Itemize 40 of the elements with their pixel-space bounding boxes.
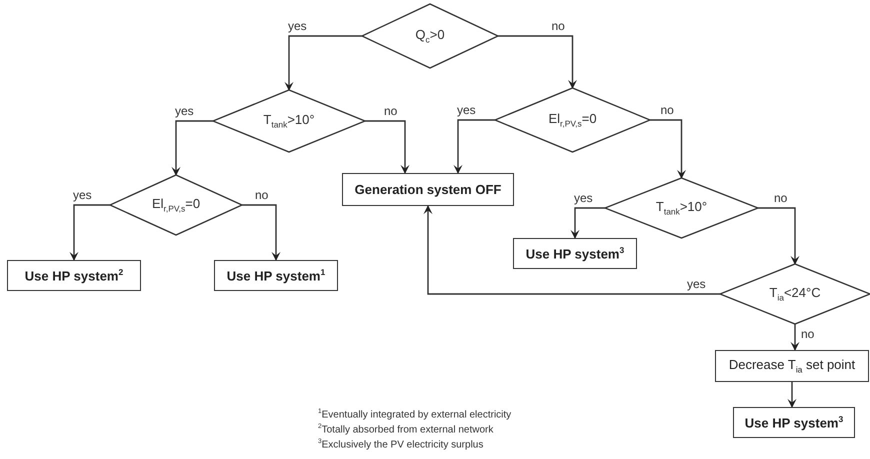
node-text: T$_{tank}$>10°	[656, 199, 708, 217]
arrow	[498, 35, 577, 89]
arrow	[790, 324, 800, 351]
arrow	[570, 207, 605, 239]
process-box	[7, 260, 141, 291]
decision-diamond	[110, 175, 242, 235]
decision-diamond	[605, 178, 758, 238]
arrow	[172, 120, 213, 176]
decision-diamond	[720, 264, 870, 324]
node-text: Use HP system$^{3}$	[526, 245, 624, 262]
process-box	[715, 350, 869, 382]
arrow	[424, 205, 720, 295]
arrow	[758, 207, 800, 265]
process-box	[513, 238, 637, 269]
decision-diamond	[362, 4, 498, 68]
arrow	[284, 35, 362, 91]
process-box	[733, 407, 855, 438]
node-text: Use HP system$^{1}$	[226, 267, 326, 284]
decision-diamond	[495, 88, 650, 152]
node-text: T$_{tank}$>10°	[263, 112, 315, 130]
arrow	[788, 382, 796, 408]
process-box	[214, 260, 338, 291]
arrow	[454, 119, 495, 174]
node-text: Generation system OFF	[354, 182, 502, 197]
node-text: Use HP system$^{3}$	[744, 414, 844, 431]
process-box	[342, 173, 514, 206]
footnote: $^{2}$Totally absorbed from external network	[318, 423, 494, 436]
node-text: T$_{ia}$<24°C	[769, 285, 821, 303]
node-text: El$_{r,PV,s}$=0	[152, 196, 200, 214]
footnote: $^{1}$Eventually integrated by external electricity	[318, 408, 512, 420]
footnote: $^{3}$Exclusively the PV electricity surplus	[318, 438, 484, 450]
node-text: Decrease T$_{ia}$ set point	[728, 357, 856, 375]
node-text: Use HP system$^{2}$	[24, 267, 124, 284]
node-text: El$_{r,PV,s}$=0	[548, 111, 597, 129]
arrow	[242, 204, 280, 261]
arrow	[70, 204, 110, 261]
arrow	[650, 119, 686, 179]
arrow	[365, 120, 410, 174]
decision-diamond	[213, 90, 365, 152]
node-text: Q$_{c}$>0	[415, 27, 445, 45]
